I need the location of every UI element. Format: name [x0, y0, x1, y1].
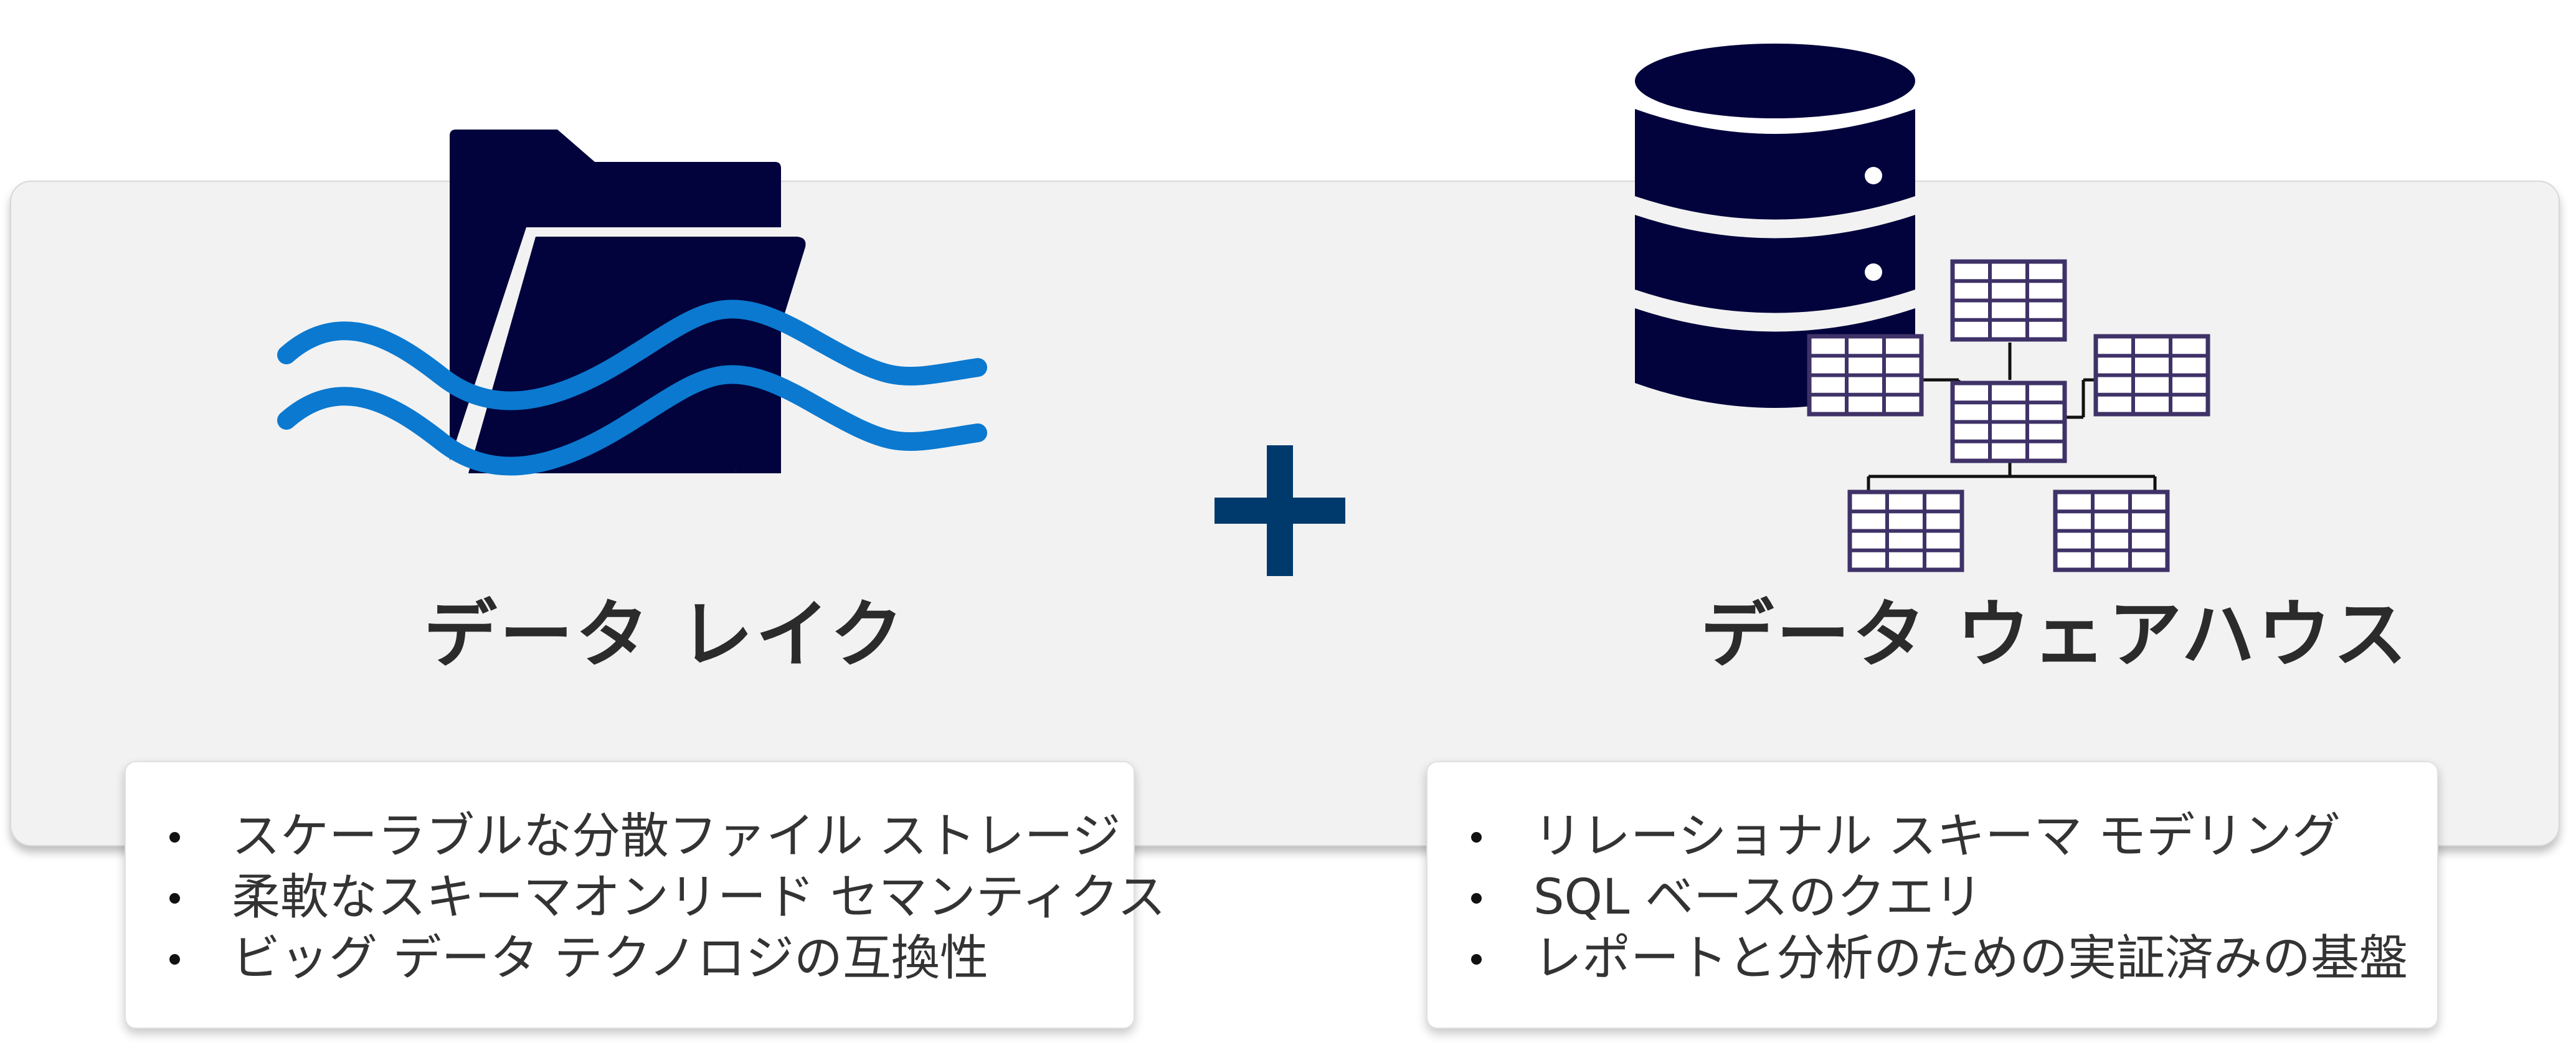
data-lake-feature-item: 柔軟なスキーマオンリード セマンティクス: [169, 867, 1166, 928]
wave-line-top: [277, 300, 987, 410]
data-warehouse-feature-item: SQL ベースのクエリ: [1471, 867, 2412, 928]
schema-table-grid: [1847, 489, 1964, 572]
data-lake-folder-icon: [277, 130, 987, 476]
schema-table-grid: [2093, 334, 2210, 417]
plus-icon: [1215, 445, 1345, 576]
schema-table-grid: [1950, 381, 2067, 463]
schema-table-grid: [2053, 489, 2170, 572]
data-lake-feature-item: スケーラブルな分散ファイル ストレージ: [169, 806, 1120, 867]
database-schema-icon: [1635, 44, 2210, 572]
schema-table-grid: [1950, 259, 2067, 342]
data-warehouse-feature-item: レポートと分析のための実証済みの基盤: [1471, 928, 2412, 989]
data-warehouse-feature-item: リレーショナル スキーマ モデリング: [1471, 806, 2412, 867]
data-lake-feature-item: ビッグ データ テクノロジの互換性: [169, 928, 1109, 989]
data-warehouse-features-card: リレーショナル スキーマ モデリング SQL ベースのクエリ レポートと分析のた…: [1426, 761, 2438, 1029]
data-lake-features-card: スケーラブルな分散ファイル ストレージ 柔軟なスキーマオンリード セマンティクス…: [125, 761, 1166, 1029]
data-warehouse-title: データ ウェアハウス: [1700, 592, 2410, 678]
schema-table-grid: [1807, 334, 1924, 417]
data-lake-title: データ レイク: [424, 592, 906, 678]
wave-line-bottom: [277, 365, 987, 476]
